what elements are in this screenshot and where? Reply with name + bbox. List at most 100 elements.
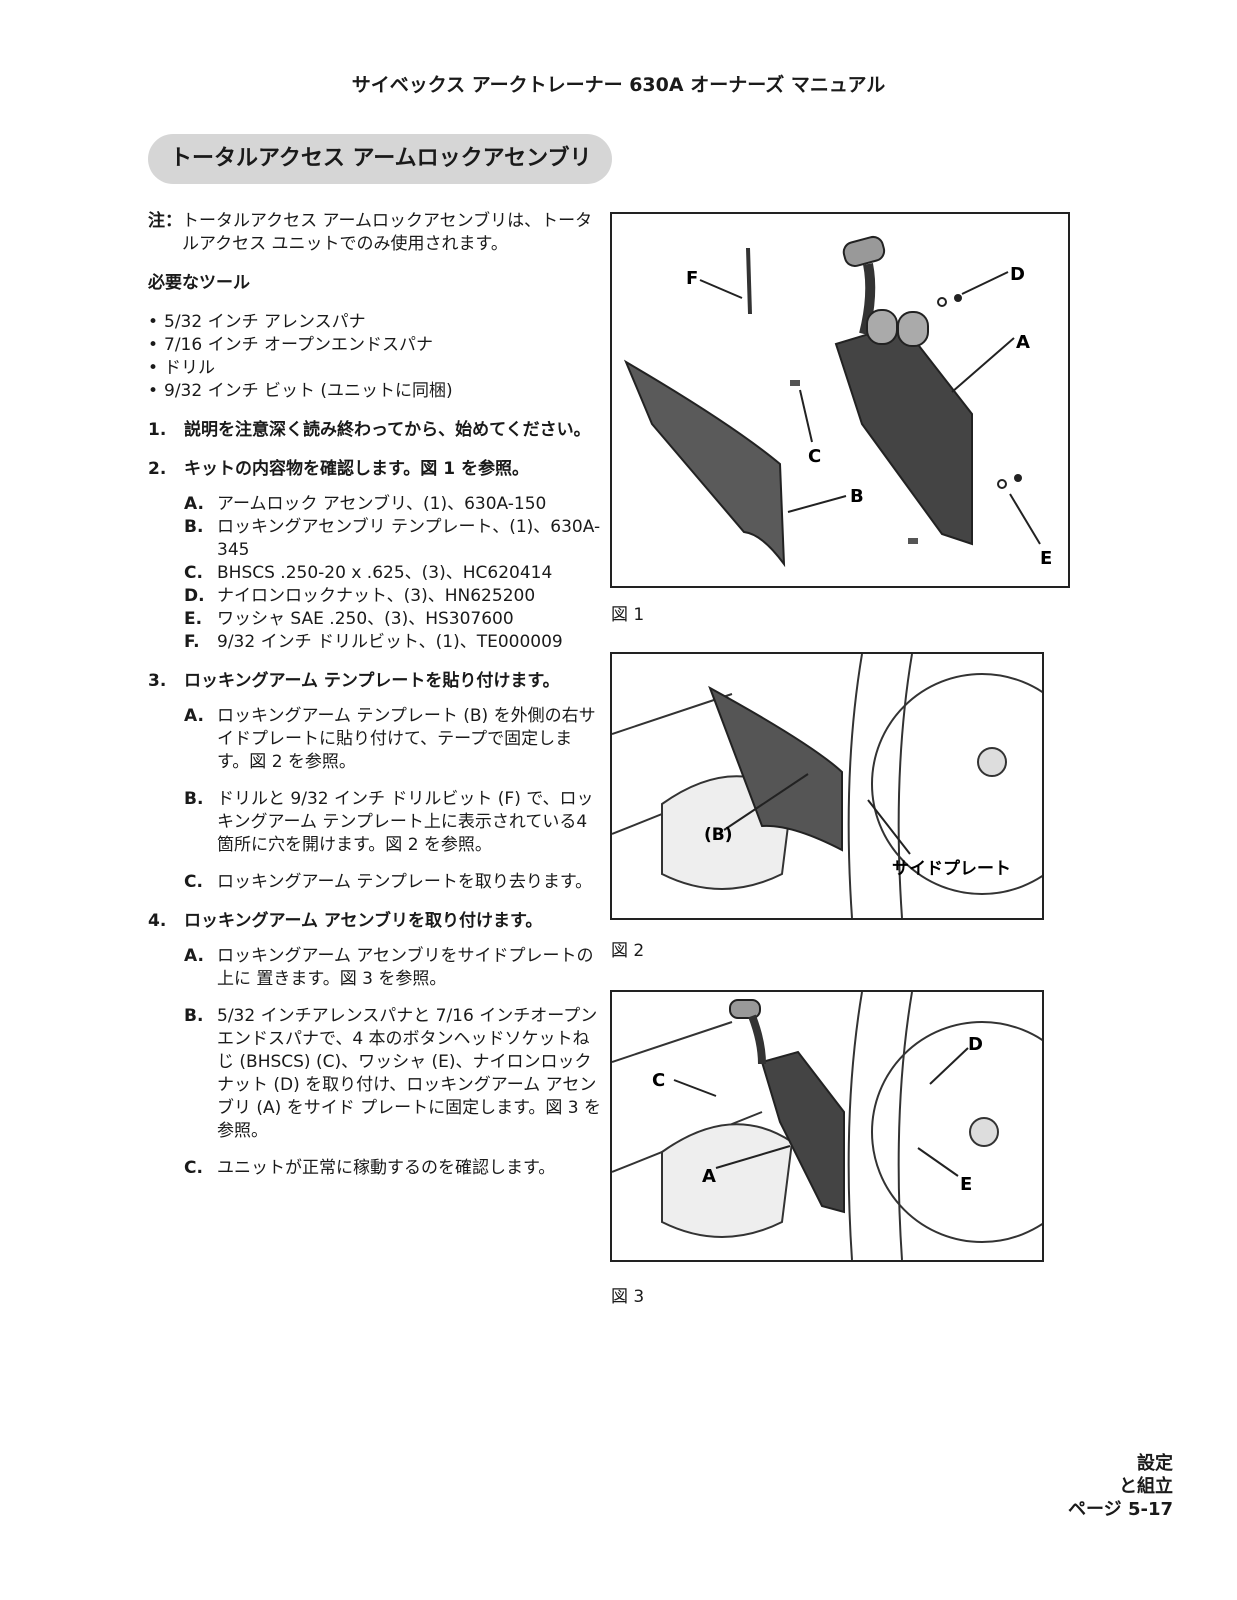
item-letter: B. bbox=[184, 517, 204, 537]
step-number: 1. bbox=[148, 420, 167, 440]
nut-shape bbox=[954, 294, 962, 302]
arm-lever-shape bbox=[748, 1014, 766, 1065]
item-text: 9/32 インチ ドリルビット、(1)、TE000009 bbox=[217, 632, 563, 652]
item-letter: C. bbox=[184, 563, 203, 583]
step-text: ロッキングアーム テンプレートを貼り付けます。 bbox=[184, 671, 560, 691]
tools-heading: 必要なツール bbox=[148, 273, 250, 293]
axle-shape bbox=[977, 747, 1007, 777]
footer-subsection: と組立 bbox=[1119, 1476, 1173, 1497]
page-header: サイベックス アークトレーナー 630A オーナーズ マニュアル bbox=[351, 74, 886, 96]
leader-line bbox=[1009, 493, 1041, 545]
tools-list: 5/32 インチ アレンスパナ 7/16 インチ オープンエンドスパナ ドリル … bbox=[148, 311, 603, 403]
item-text: アームロック アセンブリ、(1)、630A-150 bbox=[217, 494, 547, 514]
item-text: ユニットが正常に稼動するのを確認します。 bbox=[217, 1158, 556, 1178]
list-item: B. ロッキングアセンブリ テンプレート、(1)、630A-345 bbox=[184, 516, 603, 562]
list-item: E. ワッシャ SAE .250、(3)、HS307600 bbox=[184, 608, 603, 631]
flywheel-shape bbox=[871, 1021, 1093, 1243]
item-letter: B. bbox=[184, 789, 204, 809]
item-text: BHSCS .250-20 x .625、(3)、HC620414 bbox=[217, 563, 553, 583]
list-item: 7/16 インチ オープンエンドスパナ bbox=[148, 334, 603, 357]
item-letter: A. bbox=[184, 494, 204, 514]
label-a: A bbox=[1016, 332, 1030, 353]
step-3-substeps: A.ロッキングアーム テンプレート (B) を外側の右サイドプレートに貼り付けて… bbox=[184, 705, 603, 894]
list-item: F. 9/32 インチ ドリルビット、(1)、TE000009 bbox=[184, 631, 603, 654]
arm-plate-shape bbox=[760, 1050, 845, 1214]
figure-1-caption: 図 1 bbox=[611, 605, 645, 625]
label-f: F bbox=[686, 268, 698, 289]
leader-line bbox=[699, 279, 743, 299]
leader-line bbox=[787, 495, 847, 513]
step-2: 2. キットの内容物を確認します。図 1 を参照。 bbox=[148, 458, 603, 481]
washer-shape bbox=[937, 297, 947, 307]
leader-line bbox=[917, 1147, 959, 1177]
label-d: D bbox=[968, 1034, 983, 1055]
step-3: 3. ロッキングアーム テンプレートを貼り付けます。 bbox=[148, 670, 603, 693]
leader-line bbox=[929, 1047, 969, 1085]
label-b: (B) bbox=[704, 825, 733, 845]
list-item: B.ドリルと 9/32 インチ ドリルビット (F) で、ロッキングアーム テン… bbox=[184, 788, 603, 857]
figure-3-caption: 図 3 bbox=[611, 1287, 645, 1307]
item-letter: D. bbox=[184, 586, 205, 606]
leader-line bbox=[723, 773, 809, 831]
figure-3: C D E A bbox=[610, 990, 1093, 1262]
step-number: 2. bbox=[148, 459, 167, 479]
list-item: 5/32 インチ アレンスパナ bbox=[148, 311, 603, 334]
template-shape bbox=[708, 685, 843, 852]
item-letter: A. bbox=[184, 706, 204, 726]
leader-line bbox=[673, 1079, 717, 1097]
item-letter: F. bbox=[184, 632, 200, 652]
step-4-substeps: A.ロッキングアーム アセンブリをサイドプレートの上に 置きます。図 3 を参照… bbox=[184, 945, 603, 1180]
item-letter: C. bbox=[184, 872, 203, 892]
figure-2-caption: 図 2 bbox=[611, 941, 645, 961]
note-text: トータルアクセス アームロックアセンブリは、トータルアクセス ユニットでのみ使用… bbox=[182, 211, 593, 254]
leader-line bbox=[715, 1145, 791, 1169]
list-item: C. ロッキングアーム テンプレートを取り去ります。 bbox=[184, 871, 603, 894]
label-d: D bbox=[1010, 264, 1025, 285]
washer-shape bbox=[997, 479, 1007, 489]
leader-line bbox=[961, 271, 1009, 295]
label-b: B bbox=[850, 486, 864, 507]
list-item: A. アームロック アセンブリ、(1)、630A-150 bbox=[184, 493, 603, 516]
arm-lever-shape bbox=[859, 263, 876, 336]
leader-line bbox=[951, 337, 1015, 393]
arm-handle-shape bbox=[729, 999, 761, 1019]
note: 注： トータルアクセス アームロックアセンブリは、トータルアクセス ユニットでの… bbox=[148, 210, 603, 256]
step-number: 4. bbox=[148, 911, 167, 931]
label-e: E bbox=[1040, 548, 1052, 569]
footer-section: 設定 bbox=[1137, 1453, 1173, 1474]
arm-handle-shape bbox=[842, 235, 886, 268]
list-item: A.ロッキングアーム テンプレート (B) を外側の右サイドプレートに貼り付けて… bbox=[184, 705, 603, 774]
label-c: C bbox=[808, 446, 821, 467]
leader-line bbox=[867, 799, 911, 855]
item-text: ロッキングアーム テンプレートを取り去ります。 bbox=[217, 872, 593, 892]
item-text: 5/32 インチアレンスパナと 7/16 インチオープンエンドスパナで、4 本の… bbox=[217, 1006, 602, 1141]
drill-bit-shape bbox=[746, 247, 752, 315]
item-letter: B. bbox=[184, 1006, 204, 1026]
kit-contents-list: A. アームロック アセンブリ、(1)、630A-150 B. ロッキングアセンブリ… bbox=[184, 493, 603, 654]
instructions-column: 注： トータルアクセス アームロックアセンブリは、トータルアクセス ユニットでの… bbox=[148, 210, 603, 1196]
arm-installation-illustration: C D E A bbox=[611, 991, 1093, 1261]
figure-1: F D A C B E bbox=[610, 212, 1070, 588]
template-placement-illustration: (B) サイドプレート bbox=[611, 653, 1093, 919]
step-4: 4. ロッキングアーム アセンブリを取り付けます。 bbox=[148, 910, 603, 933]
leader-line bbox=[799, 389, 813, 443]
arm-lock-kit-illustration: F D A C B E bbox=[623, 235, 1052, 569]
step-text: キットの内容物を確認します。図 1 を参照。 bbox=[184, 459, 529, 479]
step-1: 1. 説明を注意深く読み終わってから、始めてください。 bbox=[148, 419, 603, 442]
figure-2: (B) サイドプレート bbox=[610, 652, 1093, 920]
roller-shape bbox=[897, 311, 929, 347]
item-letter: E. bbox=[184, 609, 203, 629]
item-text: ナイロンロックナット、(3)、HN625200 bbox=[217, 586, 536, 606]
section-title: トータルアクセス アームロックアセンブリ bbox=[148, 134, 612, 184]
axle-shape bbox=[969, 1117, 999, 1147]
list-item: D. ナイロンロックナット、(3)、HN625200 bbox=[184, 585, 603, 608]
list-item: C. BHSCS .250-20 x .625、(3)、HC620414 bbox=[184, 562, 603, 585]
list-item: C.ユニットが正常に稼動するのを確認します。 bbox=[184, 1157, 603, 1180]
step-text: ロッキングアーム アセンブリを取り付けます。 bbox=[184, 911, 543, 931]
screw-shape bbox=[908, 538, 918, 544]
item-text: ワッシャ SAE .250、(3)、HS307600 bbox=[217, 609, 514, 629]
step-number: 3. bbox=[148, 671, 167, 691]
item-text: ロッキングアセンブリ テンプレート、(1)、630A-345 bbox=[217, 517, 601, 560]
list-item: ドリル bbox=[148, 357, 603, 380]
pedal-shape bbox=[661, 1123, 794, 1238]
